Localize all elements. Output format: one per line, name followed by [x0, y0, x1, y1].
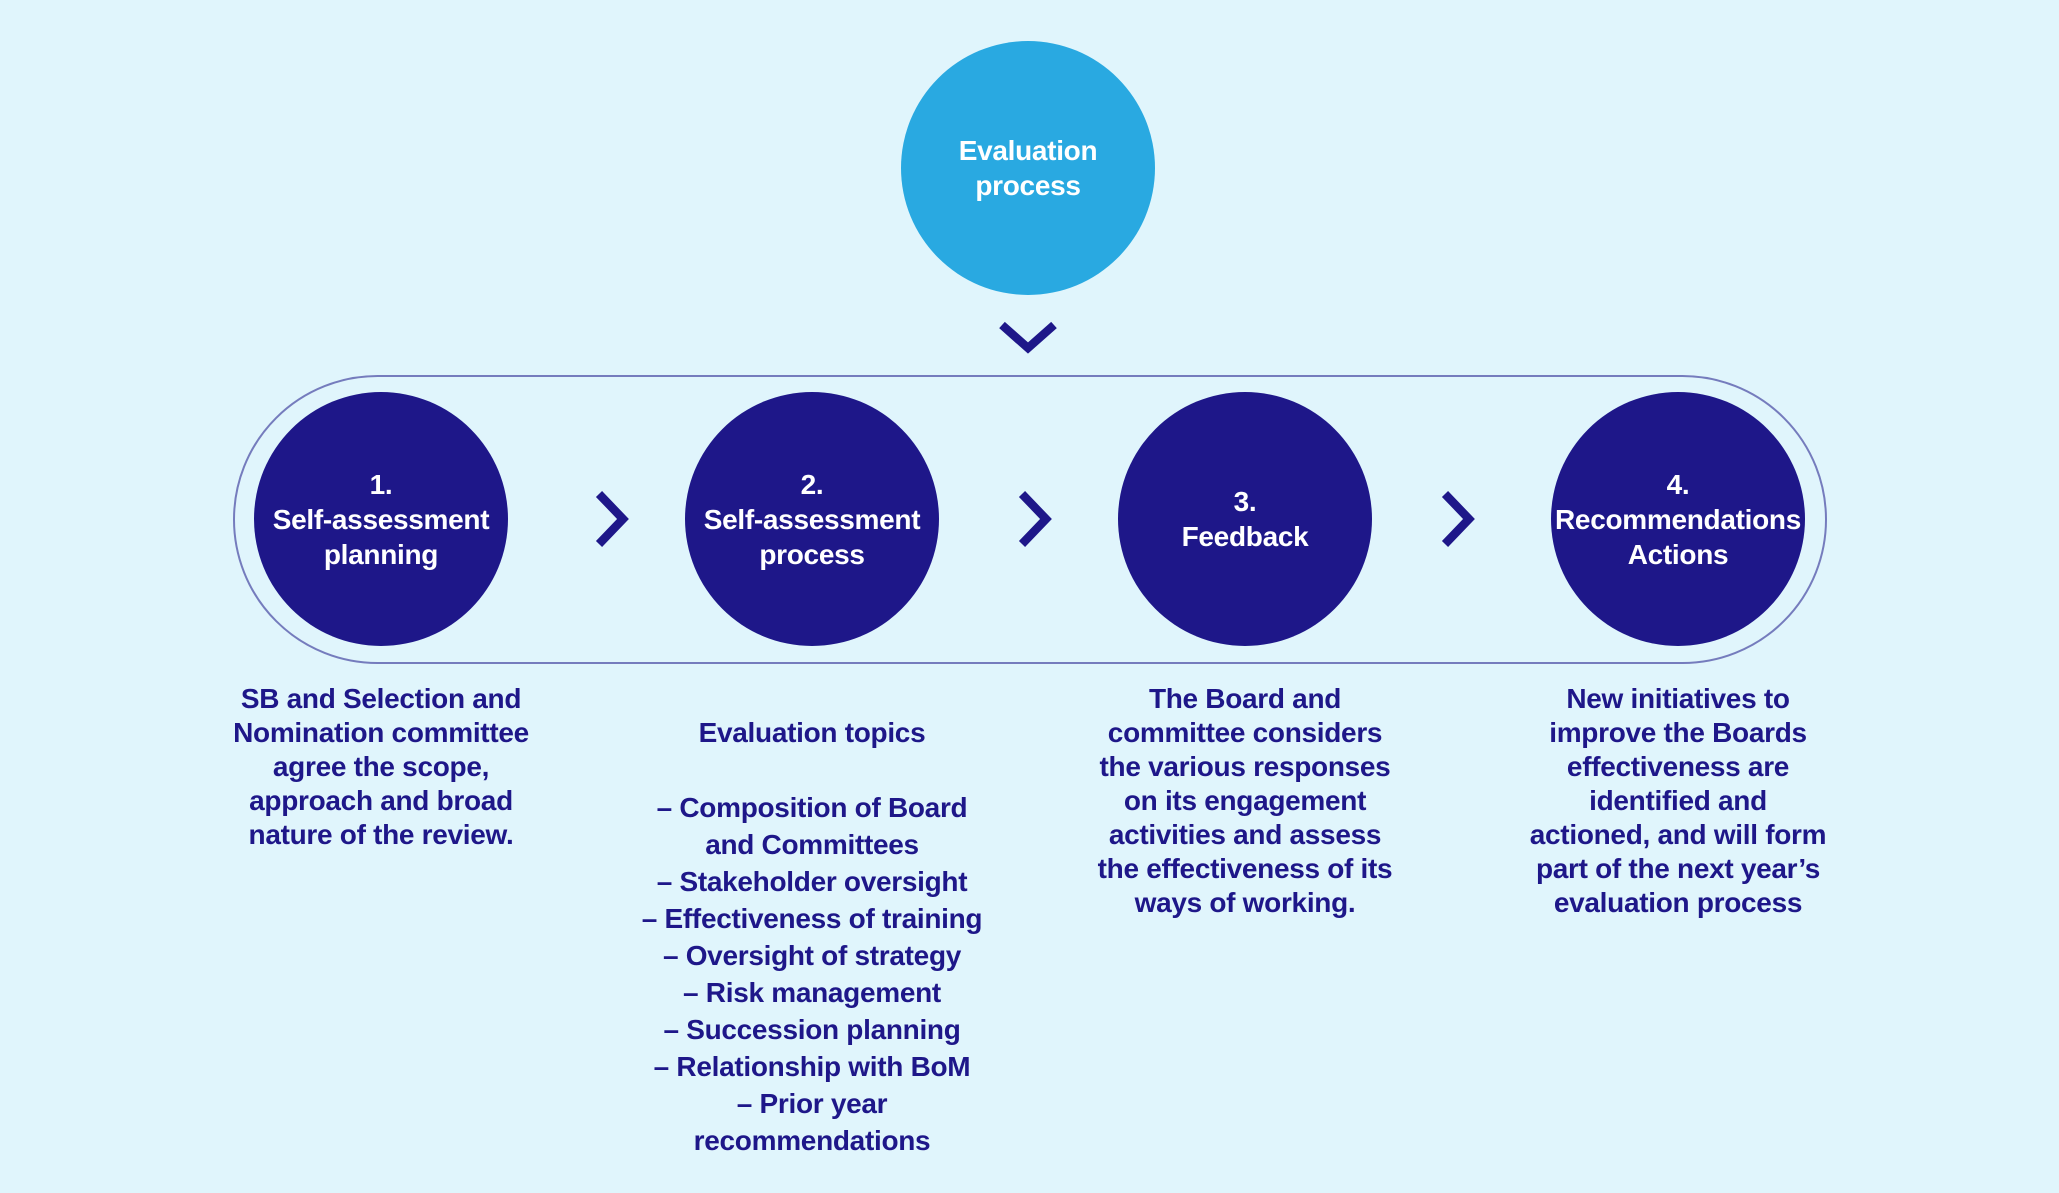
step-circle-1-label: 1. Self-assessment planning: [272, 468, 490, 570]
chevron-right-icon: [1441, 491, 1475, 547]
evaluation-process-circle: Evaluation process: [901, 41, 1155, 295]
step-circle-4-label: 4. Recommendations Actions: [1555, 468, 1801, 570]
step-circle-2: 2. Self-assessment process: [685, 392, 939, 646]
evaluation-process-diagram: Evaluation process 1. Self-assessment pl…: [233, 41, 1827, 1156]
step-circle-4: 4. Recommendations Actions: [1551, 392, 1805, 646]
step-circle-3-label: 3. Feedback: [1181, 486, 1309, 552]
step-2-description-list: – Composition of Board and Committees – …: [641, 792, 983, 1156]
step-circle-1: 1. Self-assessment planning: [254, 392, 508, 646]
chevron-right-icon: [595, 491, 629, 547]
step-3-description: The Board and committee considers the va…: [1097, 683, 1393, 918]
steps-outline: [233, 375, 1827, 664]
chevron-down-icon: [999, 321, 1057, 354]
step-circle-2-label: 2. Self-assessment process: [703, 468, 921, 570]
step-2-description: Evaluation topics – Composition of Board…: [592, 682, 1032, 1193]
step-2-description-header: Evaluation topics: [698, 717, 926, 748]
step-circle-3: 3. Feedback: [1118, 392, 1372, 646]
step-1-description: SB and Selection and Nomination committe…: [233, 683, 529, 850]
step-4-description: New initiatives to improve the Boards ef…: [1529, 683, 1827, 918]
chevron-right-icon: [1018, 491, 1052, 547]
evaluation-process-label: Evaluation process: [958, 135, 1098, 201]
